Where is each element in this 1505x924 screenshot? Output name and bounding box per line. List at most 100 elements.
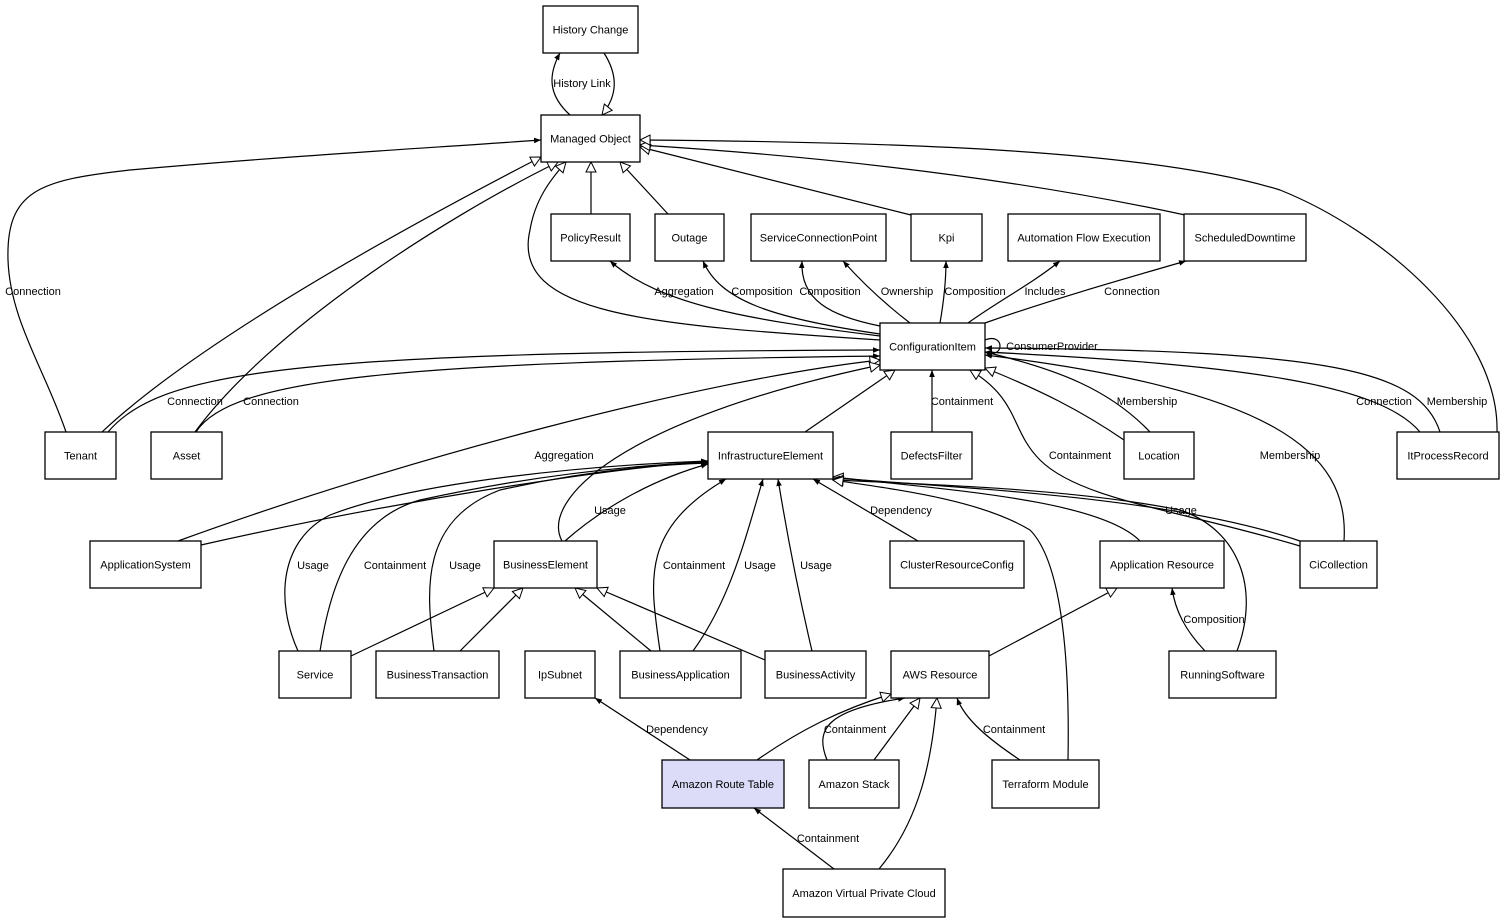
node-label: ServiceConnectionPoint [760, 233, 877, 245]
node-label: Location [1138, 451, 1180, 463]
node-ci-collection[interactable]: CiCollection [1299, 540, 1378, 589]
node-history-change[interactable]: History Change [542, 5, 639, 54]
edge-e-cicoll-ci-mem [984, 353, 1345, 542]
node-outage[interactable]: Outage [654, 213, 725, 262]
edge-e-be-ie [564, 463, 709, 542]
edge-label: Membership [1260, 450, 1321, 462]
node-label: History Change [553, 25, 629, 37]
node-managed-object[interactable]: Managed Object [540, 114, 641, 163]
node-automation-flow-execution[interactable]: Automation Flow Execution [1007, 213, 1161, 262]
edge-e-location-ci [984, 350, 1151, 433]
node-label: Managed Object [550, 134, 631, 146]
edge-label: Usage [449, 560, 481, 572]
node-box [1299, 540, 1378, 589]
edge-label: Connection [1104, 286, 1160, 298]
node-box [991, 759, 1100, 809]
edge-label: ConsumerProvider [1006, 341, 1098, 353]
node-label: Terraform Module [1002, 779, 1088, 791]
node-label: ClusterResourceConfig [900, 560, 1014, 572]
edge-label: Aggregation [534, 450, 593, 462]
node-box [808, 759, 900, 809]
edge-e-ci-scp-comp [798, 260, 881, 327]
node-label: Amazon Stack [819, 779, 890, 791]
node-label: CiCollection [1309, 560, 1368, 572]
edge-label: Usage [1165, 505, 1197, 517]
edge-e-service-be [350, 588, 494, 657]
edge-e-tf-ie [833, 480, 1069, 761]
edge-label: Containment [797, 833, 859, 845]
node-cluster-resource-config[interactable]: ClusterResourceConfig [889, 540, 1025, 589]
node-label: InfrastructureElement [718, 451, 823, 463]
node-box [150, 431, 223, 480]
edge-label: Includes [1025, 286, 1066, 298]
node-box [890, 431, 973, 480]
edge-e-ci-self [984, 337, 1001, 358]
node-location[interactable]: Location [1123, 431, 1195, 480]
node-box [524, 650, 596, 699]
node-business-transaction[interactable]: BusinessTransaction [375, 650, 500, 699]
node-infrastructure-element[interactable]: InfrastructureElement [707, 431, 834, 480]
edge-e-asset-inherit [194, 162, 558, 433]
node-asset[interactable]: Asset [150, 431, 223, 480]
edge-e-ci-scp-own [842, 260, 911, 324]
node-kpi[interactable]: Kpi [910, 213, 983, 262]
node-box [619, 650, 742, 699]
node-amazon-virtual-private-cloud[interactable]: Amazon Virtual Private Cloud [782, 868, 946, 918]
node-box [1183, 213, 1307, 262]
node-policy-result[interactable]: PolicyResult [550, 213, 631, 262]
edge-e-asset-ci [195, 353, 881, 433]
node-label: IpSubnet [538, 670, 582, 682]
node-terraform-module[interactable]: Terraform Module [991, 759, 1100, 809]
node-amazon-route-table[interactable]: Amazon Route Table [661, 759, 785, 809]
node-application-system[interactable]: ApplicationSystem [89, 540, 202, 589]
node-box [750, 213, 887, 262]
edge-label: Containment [364, 560, 426, 572]
edge-e-appsys-ci [177, 360, 880, 542]
node-application-resource[interactable]: Application Resource [1099, 540, 1225, 589]
node-defects-filter[interactable]: DefectsFilter [890, 431, 973, 480]
edge-label: Dependency [646, 724, 708, 736]
node-tenant[interactable]: Tenant [44, 431, 117, 480]
edge-e-ba-ie-usage [692, 478, 764, 652]
node-box [879, 322, 986, 371]
edge-e-bact-ie [776, 478, 813, 652]
node-box [1007, 213, 1161, 262]
node-configuration-item[interactable]: ConfigurationItem [879, 322, 986, 371]
node-service[interactable]: Service [278, 650, 352, 699]
node-label: BusinessApplication [631, 670, 729, 682]
node-label: Service [297, 670, 334, 682]
node-label: Amazon Route Table [672, 779, 774, 791]
node-ip-subnet[interactable]: IpSubnet [524, 650, 596, 699]
node-label: ScheduledDowntime [1195, 233, 1296, 245]
node-box [1123, 431, 1195, 480]
node-box [782, 868, 946, 918]
edge-label: Containment [931, 396, 993, 408]
node-business-element[interactable]: BusinessElement [493, 540, 598, 589]
edge-e-service-ie-usage [284, 458, 709, 652]
node-it-process-record[interactable]: ItProcessRecord [1396, 431, 1500, 480]
edge-e-itpr-ci-mem [984, 345, 1441, 433]
node-scheduled-downtime[interactable]: ScheduledDowntime [1183, 213, 1307, 262]
node-box [493, 540, 598, 589]
node-aws-resource[interactable]: AWS Resource [890, 650, 990, 699]
node-business-application[interactable]: BusinessApplication [619, 650, 742, 699]
edge-e-kpi-inherit [640, 147, 912, 216]
edge-e-tenant-ci [107, 347, 881, 433]
node-service-connection-point[interactable]: ServiceConnectionPoint [750, 213, 887, 262]
edge-e-ci-policy [609, 260, 881, 337]
node-label: RunningSoftware [1180, 670, 1264, 682]
edge-label: Containment [983, 724, 1045, 736]
node-running-software[interactable]: RunningSoftware [1168, 650, 1277, 699]
edge-e-stack-aws-cont [822, 696, 906, 761]
edge-e-hist-link [551, 52, 571, 116]
node-label: ConfigurationItem [889, 342, 976, 354]
edge-e-location-ci-inh [985, 368, 1125, 441]
edge-e-cicoll-ci-cont [970, 370, 1301, 547]
node-business-activity[interactable]: BusinessActivity [764, 650, 867, 699]
node-box [89, 540, 202, 589]
edge-e-aws-ar [988, 587, 1117, 657]
node-label: Tenant [64, 451, 97, 463]
node-label: ApplicationSystem [100, 560, 191, 572]
node-amazon-stack[interactable]: Amazon Stack [808, 759, 900, 809]
